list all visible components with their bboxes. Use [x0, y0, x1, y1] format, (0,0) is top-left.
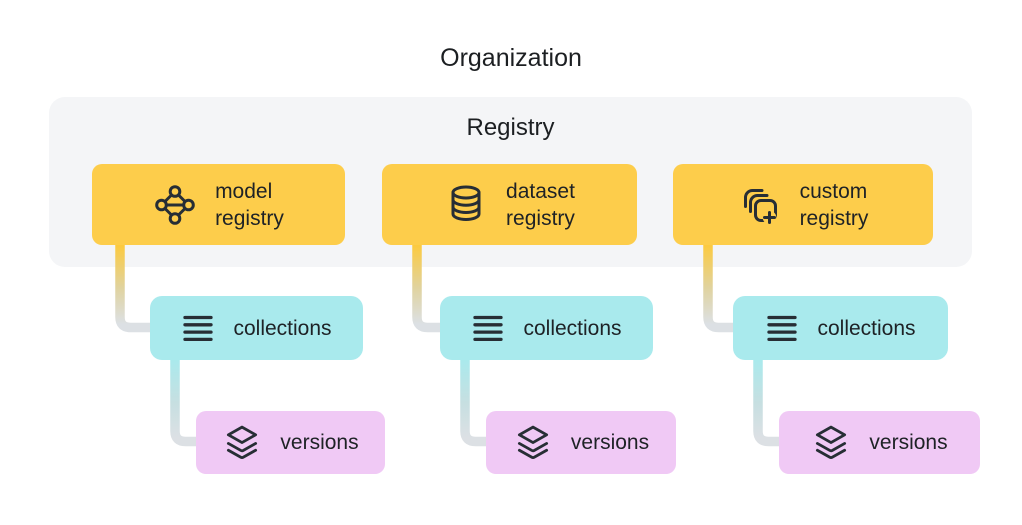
copy-plus-icon — [738, 183, 782, 227]
custom-registry-label-line2: registry — [799, 206, 869, 230]
network-icon — [153, 183, 197, 227]
collections-label: collections — [233, 316, 332, 340]
dataset-collections-box: collections — [440, 296, 653, 360]
layers-icon — [222, 423, 262, 463]
dataset-versions-box: versions — [486, 411, 676, 474]
list-icon — [471, 311, 505, 345]
list-icon — [181, 311, 215, 345]
model-registry-label-line1: model — [215, 179, 273, 203]
organization-title: Organization — [440, 44, 582, 72]
dataset-registry-label-line1: dataset — [506, 179, 575, 203]
collections-label: collections — [817, 316, 916, 340]
model-collections-box: collections — [150, 296, 363, 360]
layers-icon — [811, 423, 851, 463]
layers-icon — [513, 423, 553, 463]
dataset-registry-label-line2: registry — [506, 206, 575, 230]
connector-collections-versions-2 — [460, 358, 488, 447]
custom-registry-box: custom registry — [673, 164, 933, 245]
model-registry-label-line2: registry — [215, 206, 284, 230]
connector-custom-collections — [703, 243, 735, 333]
custom-registry-label-line1: custom — [799, 179, 868, 203]
list-icon — [765, 311, 799, 345]
model-registry-label: model registry — [215, 178, 284, 232]
dataset-registry-label: dataset registry — [506, 178, 575, 232]
connector-model-collections — [115, 243, 152, 333]
model-registry-box: model registry — [92, 164, 345, 245]
versions-label: versions — [570, 431, 650, 454]
versions-label: versions — [280, 431, 359, 454]
collections-label: collections — [523, 316, 622, 340]
custom-versions-box: versions — [779, 411, 980, 474]
connector-collections-versions-1 — [170, 358, 198, 447]
model-versions-box: versions — [196, 411, 385, 474]
registry-panel-label: Registry — [466, 114, 555, 141]
custom-registry-label: custom registry — [800, 178, 869, 232]
custom-collections-box: collections — [733, 296, 948, 360]
connector-collections-versions-3 — [753, 358, 781, 447]
database-icon — [444, 183, 488, 227]
connector-dataset-collections — [412, 243, 442, 333]
versions-label: versions — [869, 431, 948, 454]
dataset-registry-box: dataset registry — [382, 164, 637, 245]
